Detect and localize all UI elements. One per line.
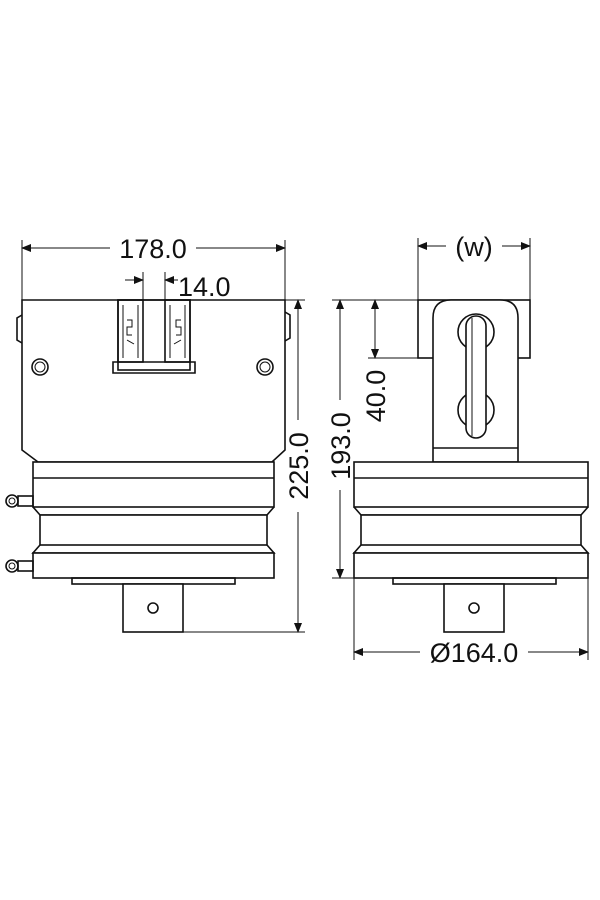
front-view — [5, 299, 291, 633]
front-plate-bump-right — [284, 311, 291, 342]
shaft-pin-hole — [147, 602, 159, 614]
dim-total-height: 225.0 — [183, 299, 314, 633]
dim-label-overall-width: 178.0 — [119, 234, 187, 264]
dim-diameter: Ø164.0 — [353, 578, 589, 668]
dim-label-bracket-width: (w) — [455, 232, 492, 262]
jaw-block — [112, 299, 196, 374]
dim-bracket-width: (w) — [417, 232, 531, 300]
side-shaft-pin-hole — [468, 602, 480, 614]
dim-label-diameter: Ø164.0 — [430, 638, 519, 668]
side-view — [352, 299, 590, 633]
dim-label-total-height: 225.0 — [284, 432, 314, 500]
front-mount-plate — [21, 299, 286, 463]
side-shaft — [443, 583, 505, 633]
dim-label-body-height: 193.0 — [326, 412, 356, 480]
mount-hole-right — [256, 358, 274, 376]
side-slot — [457, 313, 495, 439]
dim-label-bracket-height: 40.0 — [361, 370, 391, 423]
air-fitting-lower — [5, 559, 34, 573]
dim-label-slot-width: 14.0 — [178, 272, 231, 302]
front-shaft — [122, 583, 184, 633]
dim-body-height: 193.0 — [326, 299, 368, 579]
front-gripper-body — [31, 461, 276, 585]
mount-hole-left — [31, 358, 49, 376]
dim-bracket-height: 40.0 — [361, 299, 418, 423]
side-gripper-body — [352, 461, 590, 585]
dim-slot-width: 14.0 — [125, 272, 231, 302]
air-fitting-upper — [5, 494, 34, 508]
dim-overall-width: 178.0 — [21, 234, 286, 300]
front-plate-bump-left — [16, 314, 23, 344]
